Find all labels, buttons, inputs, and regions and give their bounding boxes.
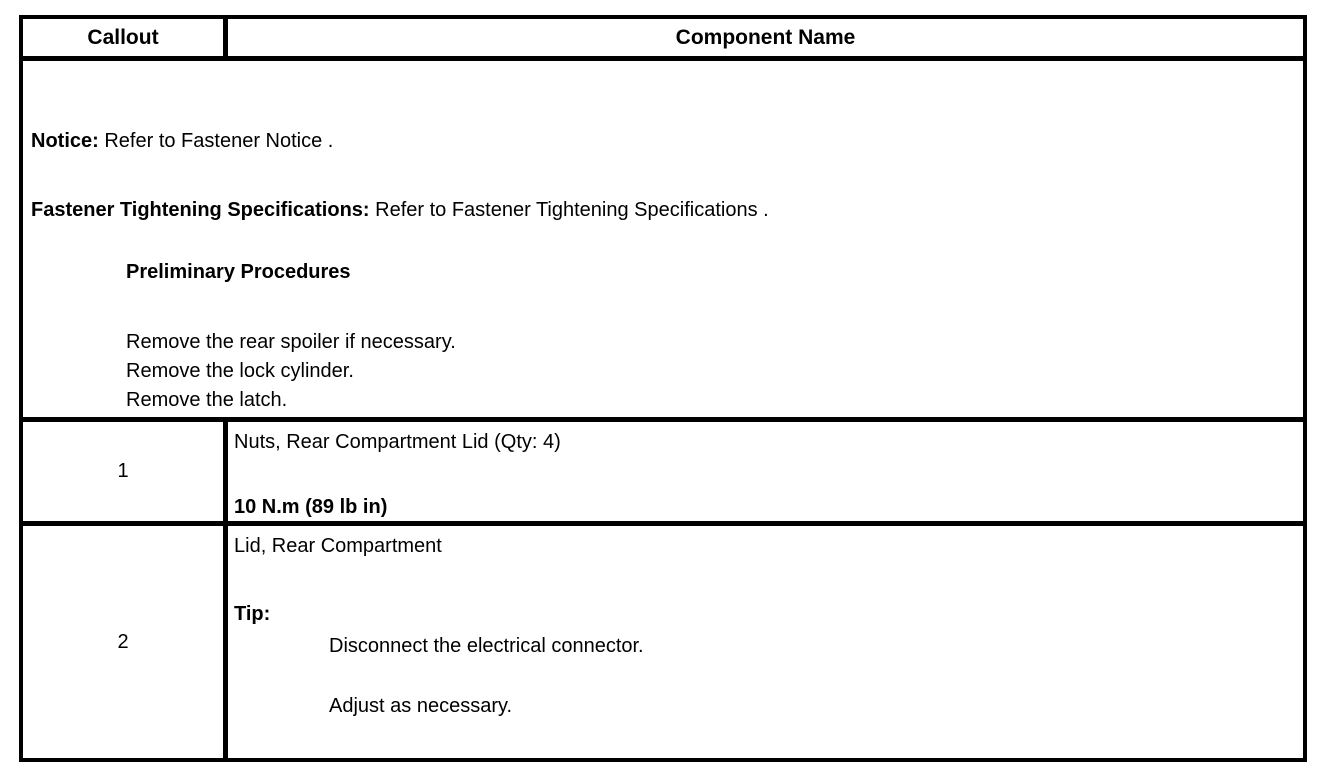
callout-number-cell: 2 xyxy=(23,526,228,758)
preliminary-step: Remove the lock cylinder. xyxy=(126,360,354,382)
header-callout-cell: Callout xyxy=(23,19,228,56)
component-cell: Lid, Rear Compartment Tip: Disconnect th… xyxy=(228,526,1303,758)
preliminary-procedures-heading: Preliminary Procedures xyxy=(126,261,351,283)
tip-step: Disconnect the electrical connector. xyxy=(329,635,644,657)
notice-label: Notice: xyxy=(31,130,99,152)
preliminary-step: Remove the rear spoiler if necessary. xyxy=(126,331,456,353)
fastener-spec-label: Fastener Tightening Specifications: xyxy=(31,199,370,221)
component-name-text: Nuts, Rear Compartment Lid (Qty: 4) xyxy=(234,431,561,453)
notice-text: Refer to Fastener Notice . xyxy=(98,130,334,152)
fastener-spec-text: Refer to Fastener Tightening Specificati… xyxy=(369,199,769,221)
table-header-row: Callout Component Name xyxy=(23,19,1303,61)
header-component-name-cell: Component Name xyxy=(675,25,856,49)
table-row: 2 Lid, Rear Compartment Tip: Disconnect … xyxy=(23,526,1303,758)
component-callout-table: Callout Component Name Notice: Refer to … xyxy=(19,15,1307,762)
table-row: 1 Nuts, Rear Compartment Lid (Qty: 4) 10… xyxy=(23,422,1303,526)
torque-spec-text: 10 N.m (89 lb in) xyxy=(234,496,388,518)
tip-label: Tip: xyxy=(234,603,271,625)
component-cell: Nuts, Rear Compartment Lid (Qty: 4) 10 N… xyxy=(228,422,1303,521)
component-name-text: Lid, Rear Compartment xyxy=(234,535,442,557)
callout-number-cell: 1 xyxy=(23,422,228,521)
preliminary-step: Remove the latch. xyxy=(126,389,288,411)
notice-cell: Notice: Refer to Fastener Notice . Faste… xyxy=(23,61,1303,417)
preliminary-steps-list: Remove the rear spoiler if necessary. Re… xyxy=(126,328,1293,415)
notice-paragraph: Notice: Refer to Fastener Notice . xyxy=(31,127,1293,156)
fastener-spec-paragraph: Fastener Tightening Specifications: Refe… xyxy=(31,196,1293,225)
notice-row: Notice: Refer to Fastener Notice . Faste… xyxy=(23,61,1303,422)
tip-step: Adjust as necessary. xyxy=(329,695,513,717)
